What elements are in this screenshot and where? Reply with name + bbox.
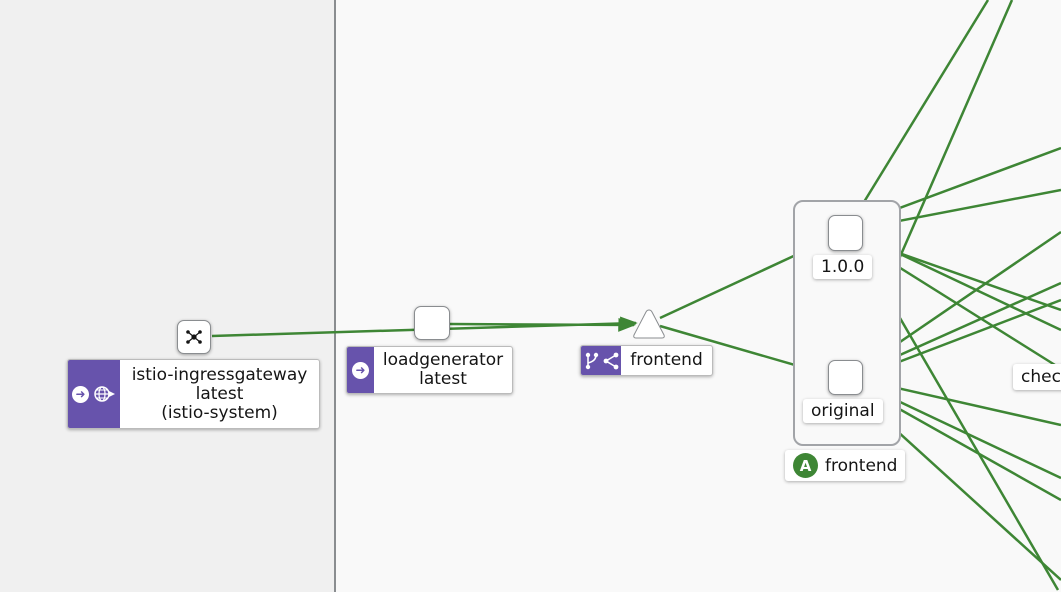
workload-arrow-icon: ➜: [72, 385, 89, 403]
frontend-service-node[interactable]: [632, 308, 666, 340]
globe-icon: [94, 386, 115, 402]
namespace-divider: [334, 0, 336, 592]
frontend-app-label[interactable]: A frontend: [785, 450, 906, 481]
network-icon: [186, 330, 202, 344]
ingressgateway-name: istio-ingressgateway: [131, 364, 308, 385]
loadgenerator-label[interactable]: ➜ loadgenerator latest: [346, 346, 513, 394]
frontend-service-label[interactable]: frontend: [580, 345, 713, 376]
frontend-service-label-text: frontend: [621, 346, 712, 375]
frontend-service-name: frontend: [630, 350, 703, 370]
share-icon: [603, 352, 618, 369]
frontend-app-name: frontend: [825, 455, 898, 476]
frontend-service-badges: [581, 346, 621, 375]
network-icon-node[interactable]: [177, 320, 211, 354]
workload-arrow-icon: ➜: [352, 361, 369, 379]
edge-loadgen-frontend[interactable]: [449, 317, 636, 332]
ingressgateway-label-text: istio-ingressgateway latest (istio-syste…: [120, 360, 319, 428]
version-1-node[interactable]: [828, 215, 863, 251]
loadgenerator-label-text: loadgenerator latest: [374, 347, 512, 393]
ingressgateway-namespace: (istio-system): [161, 402, 278, 423]
version-1-label[interactable]: 1.0.0: [813, 255, 873, 279]
loadgenerator-node[interactable]: [414, 306, 450, 340]
version-original-label[interactable]: original: [803, 399, 883, 423]
edge-out[interactable]: [884, 419, 1061, 581]
ingressgateway-version: latest: [195, 383, 244, 404]
app-badge: A: [793, 453, 818, 478]
loadgenerator-badges: ➜: [347, 347, 374, 393]
namespace-box-istio-system: [0, 0, 334, 592]
branch-icon: [585, 352, 598, 369]
loadgenerator-name: loadgenerator: [382, 350, 504, 370]
ingressgateway-badges: ➜: [68, 360, 120, 428]
checkout-label-partial[interactable]: chec: [1013, 364, 1061, 390]
ingressgateway-label[interactable]: ➜ istio-ingressgateway latest (istio-sys…: [67, 359, 320, 429]
version-original-node[interactable]: [828, 360, 863, 395]
loadgenerator-version: latest: [419, 369, 467, 389]
edge-out[interactable]: [854, 0, 990, 216]
